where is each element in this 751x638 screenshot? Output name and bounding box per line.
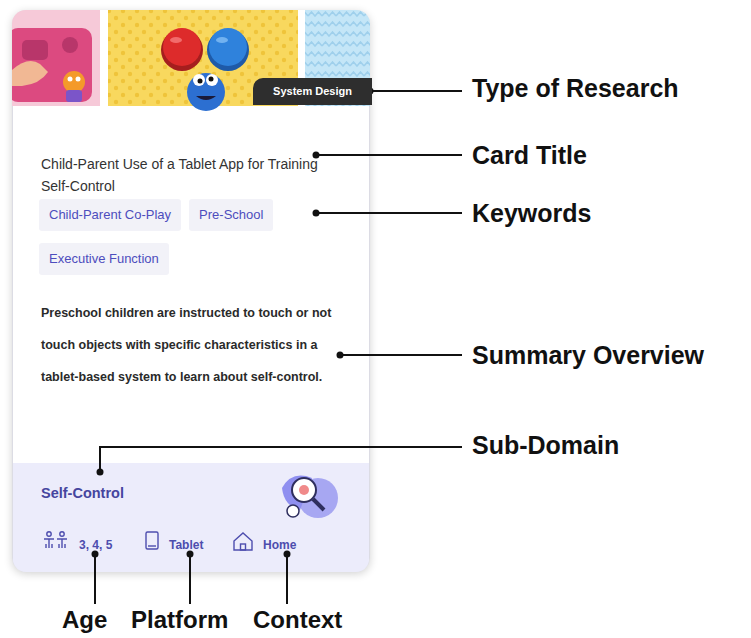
callout-label: Type of Research [472, 74, 679, 103]
card-title: Child-Parent Use of a Tablet App for Tra… [41, 153, 331, 197]
research-card: System DesignChild-Parent Co-Play Pre-Sch… [12, 10, 370, 572]
summary-overview: Preschool children are instructed to tou… [41, 297, 346, 393]
leader-lines [95, 91, 462, 604]
callout-label: Age [62, 606, 107, 634]
callout-label: Context [253, 606, 342, 634]
sub-domain-band: Self-Control 3, 4, 5 Tablet Home [13, 463, 369, 572]
card-illustration [12, 10, 370, 111]
research-type-tag: System Design [253, 78, 372, 105]
callout-label: Summary Overview [472, 341, 704, 370]
research-type: System Design [253, 78, 372, 105]
platform: Tablet [169, 538, 203, 552]
callout-label: Platform [131, 606, 228, 634]
keyword: Pre-School [199, 206, 263, 224]
keyword: Child-Parent Co-Play [49, 206, 171, 224]
band-icons [44, 476, 338, 550]
sub-domain: Self-Control [41, 485, 124, 501]
keyword-chip: Executive Function [39, 243, 169, 275]
callout-label: Card Title [472, 141, 587, 170]
keyword: Executive Function [49, 250, 159, 268]
keyword-chip: Pre-School [189, 199, 273, 231]
callout-label: Keywords [472, 199, 591, 228]
age-range: 3, 4, 5 [79, 538, 112, 552]
keyword-chip: Child-Parent Co-Play [39, 199, 181, 231]
leader-dots [92, 88, 374, 558]
callout-label: Sub-Domain [472, 431, 619, 460]
context: Home [263, 538, 296, 552]
